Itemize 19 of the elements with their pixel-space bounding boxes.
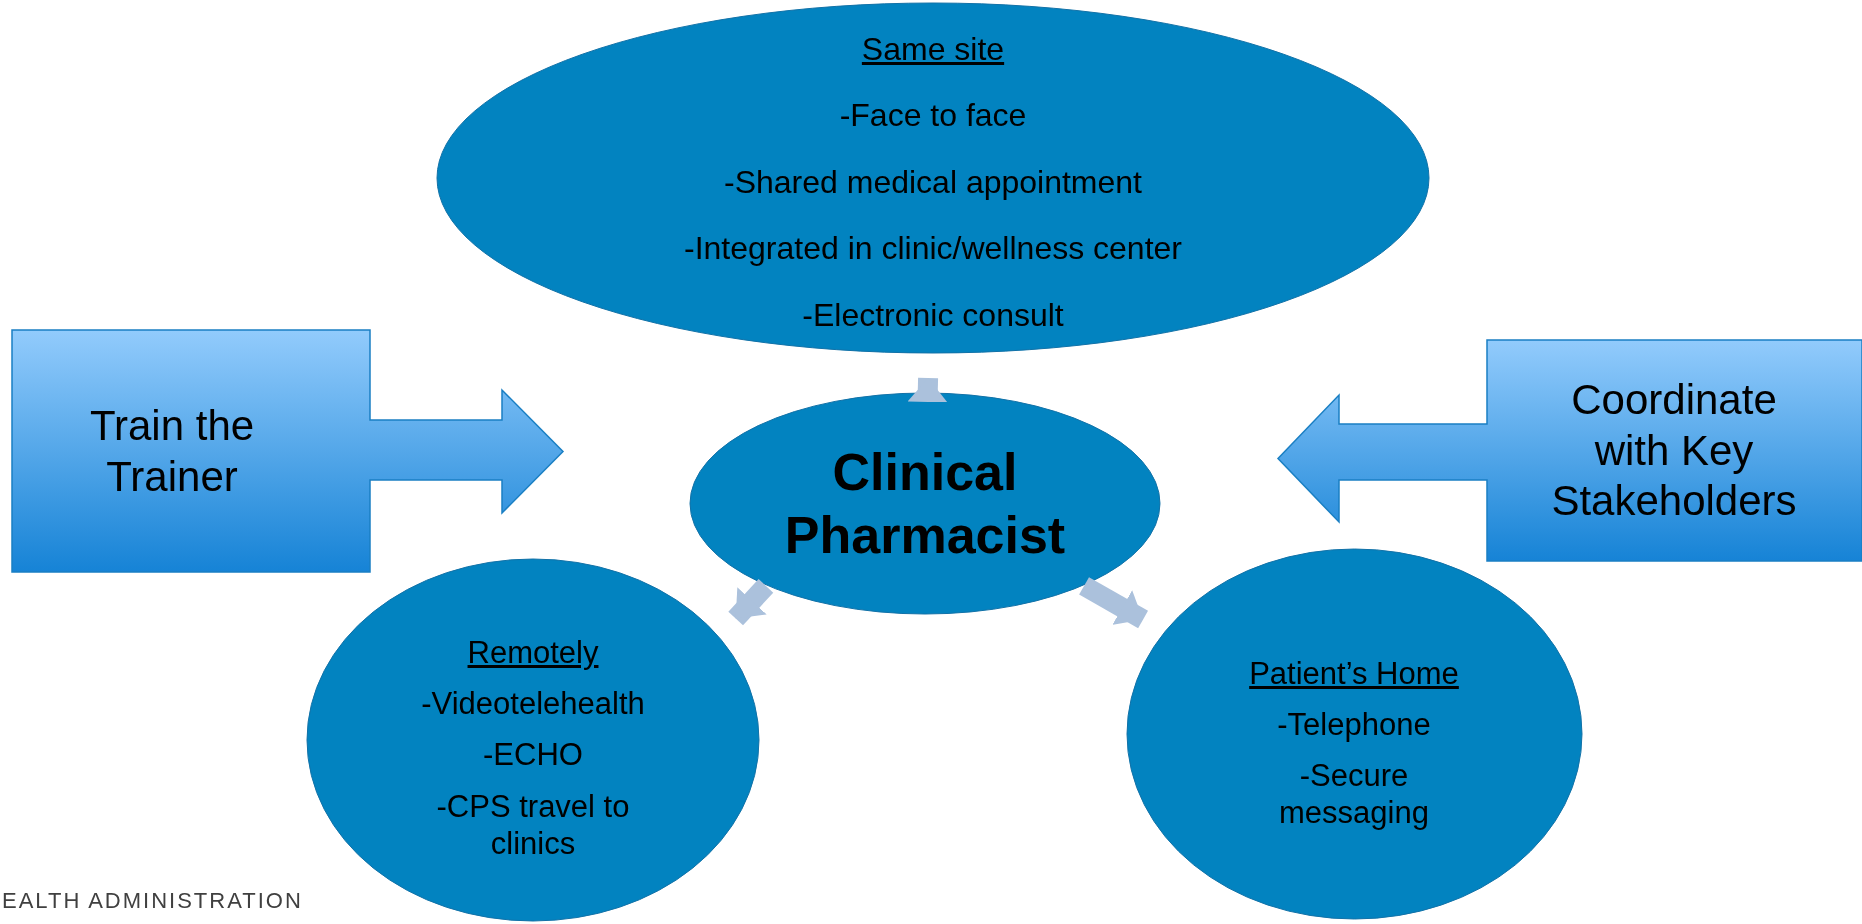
node-text: Clinical Pharmacist (783, 442, 1067, 566)
node-text: -Secure messaging (1278, 757, 1430, 832)
node-text: Train the Trainer (88, 401, 256, 502)
block-arrow (1079, 577, 1149, 629)
node-text: -CPS travel to clinics (435, 787, 631, 862)
block-arrow (907, 377, 948, 403)
heading-text: Same site (861, 30, 1005, 69)
node-text: -Electronic consult (802, 295, 1064, 334)
heading-text: Patient’s Home (1249, 654, 1459, 692)
node-text: -Face to face (839, 96, 1027, 135)
block-arrow (728, 579, 774, 626)
node-text: -Integrated in clinic/wellness center (684, 229, 1182, 268)
node-text: -ECHO (483, 736, 583, 774)
node-text: Coordinate with Key Stakeholders (1550, 375, 1798, 527)
footer-text: EALTH ADMINISTRATION (2, 888, 303, 914)
node-text: -Shared medical appointment (724, 162, 1142, 202)
node-text: -Videotelehealth (421, 685, 645, 723)
heading-text: Remotely (467, 634, 599, 672)
node-text: -Telephone (1277, 705, 1431, 743)
